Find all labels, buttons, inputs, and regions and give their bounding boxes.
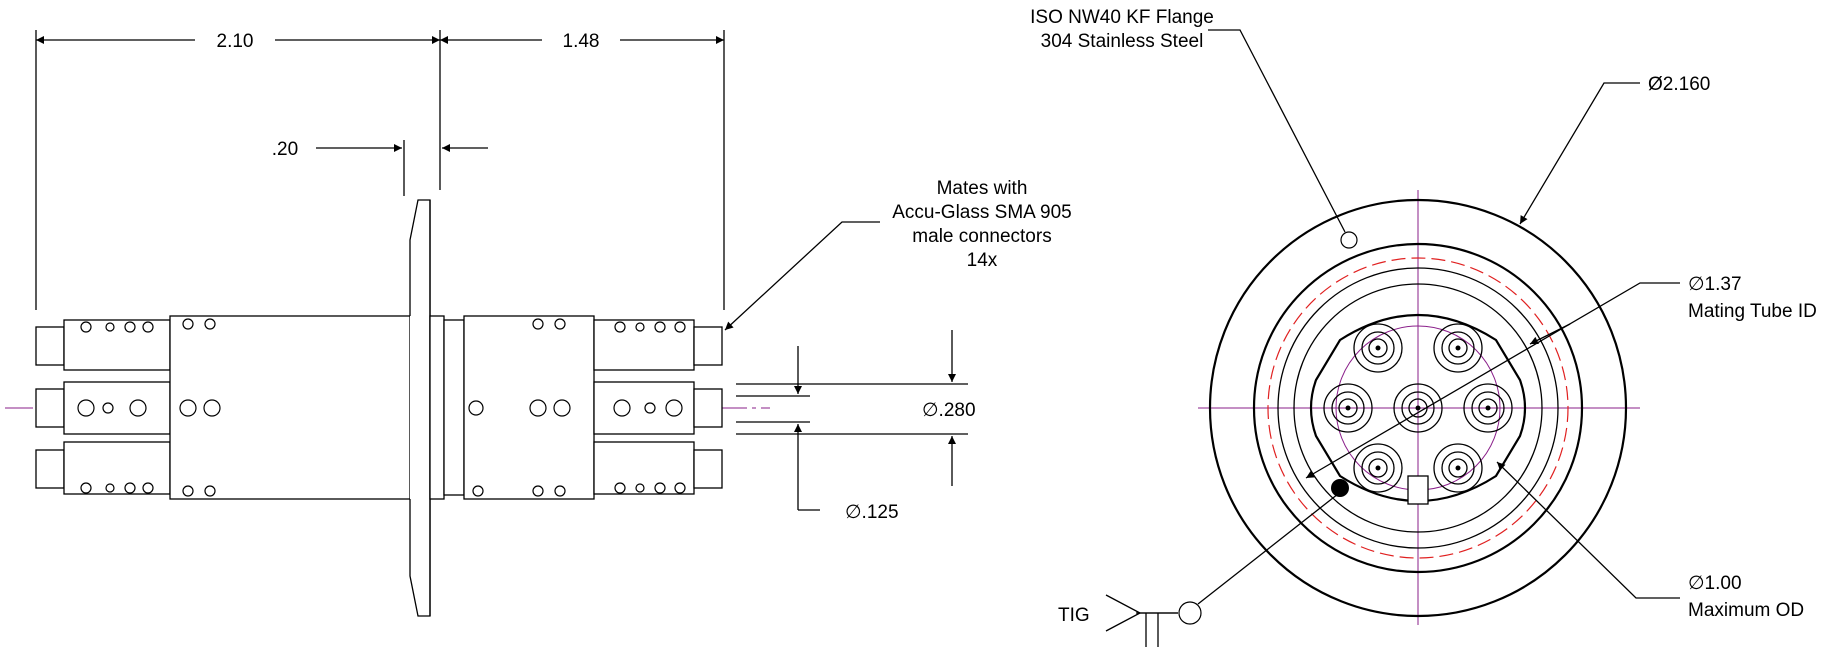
dim-max-od-value: ∅1.00 <box>1688 573 1742 594</box>
dim-overall-left: 2.10 <box>217 31 254 52</box>
connector-mid-right <box>1463 383 1513 433</box>
right-cylinder <box>463 315 595 500</box>
flange-collar <box>443 319 465 496</box>
flange-profile <box>409 199 431 617</box>
connector-plate <box>1309 313 1527 503</box>
side-view: 2.10 1.48 .20 Mates with Accu-Glass SMA … <box>5 30 1072 617</box>
stub-bottom-right <box>693 449 723 489</box>
dim-max-od-label: Maximum OD <box>1688 600 1804 621</box>
weld-label-tig: TIG <box>1058 605 1090 626</box>
dim-mating-tube-value: ∅1.37 <box>1688 274 1742 295</box>
connector-center <box>1393 383 1443 433</box>
leader-mating-tube <box>1305 282 1680 479</box>
alignment-dot <box>1331 479 1349 497</box>
connector-body-bottom-left <box>63 441 171 495</box>
label-flange-line2: 304 Stainless Steel <box>1041 31 1204 52</box>
label-flange-line1: ISO NW40 KF Flange <box>1030 7 1214 28</box>
connector-mid-left <box>1323 383 1373 433</box>
end-view: ISO NW40 KF Flange 304 Stainless Steel Ø… <box>1030 7 1817 647</box>
leader-max-od <box>1496 461 1680 599</box>
flange-inner-circle <box>1252 242 1584 574</box>
leader-flange-od <box>1519 82 1640 225</box>
connector-top-right <box>1433 323 1483 373</box>
connector-bottom-right <box>1433 443 1483 493</box>
note-connectors-line2: Accu-Glass SMA 905 <box>892 202 1072 223</box>
dim-pin-tip-diameter: ∅.125 <box>845 502 899 523</box>
stub-bottom-left <box>35 449 65 489</box>
right-connector-stack <box>593 319 723 495</box>
note-connectors-line1: Mates with <box>937 178 1028 199</box>
stub-top-right <box>693 326 723 366</box>
connector-body-top-left <box>63 319 171 371</box>
dimension-flange-thickness <box>316 140 488 196</box>
end-connectors <box>1323 323 1513 493</box>
flange-outer-circle <box>1208 198 1628 618</box>
note-connectors: Mates with Accu-Glass SMA 905 male conne… <box>724 178 1072 331</box>
dim-mating-tube-label: Mating Tube ID <box>1688 301 1817 322</box>
note-connectors-line4: 14x <box>967 250 998 271</box>
dim-flange-thickness: .20 <box>272 139 298 160</box>
side-view-holes <box>77 318 686 497</box>
dim-pin-diameter: ∅.280 <box>922 400 976 421</box>
stub-top-left <box>35 326 65 366</box>
flange-hole <box>1340 231 1358 249</box>
dim-overall-right: 1.48 <box>563 31 600 52</box>
dimension-pin <box>736 330 968 511</box>
stub-mid-right <box>693 388 723 428</box>
body-inner-circle <box>1293 283 1543 533</box>
dimension-overall <box>35 30 725 310</box>
stub-mid-left <box>35 388 65 428</box>
leader-flange <box>1208 29 1346 233</box>
flange-neck <box>429 315 445 500</box>
weld-symbol <box>1105 493 1339 647</box>
body-circle <box>1277 267 1559 549</box>
left-connector-stack <box>35 319 171 495</box>
key-slot <box>1407 475 1429 505</box>
connector-top-left <box>1353 323 1403 373</box>
connector-bottom-left <box>1353 443 1403 493</box>
mating-tube-circle <box>1267 257 1569 559</box>
note-connectors-line3: male connectors <box>912 226 1051 247</box>
dim-flange-od: Ø2.160 <box>1648 74 1710 95</box>
